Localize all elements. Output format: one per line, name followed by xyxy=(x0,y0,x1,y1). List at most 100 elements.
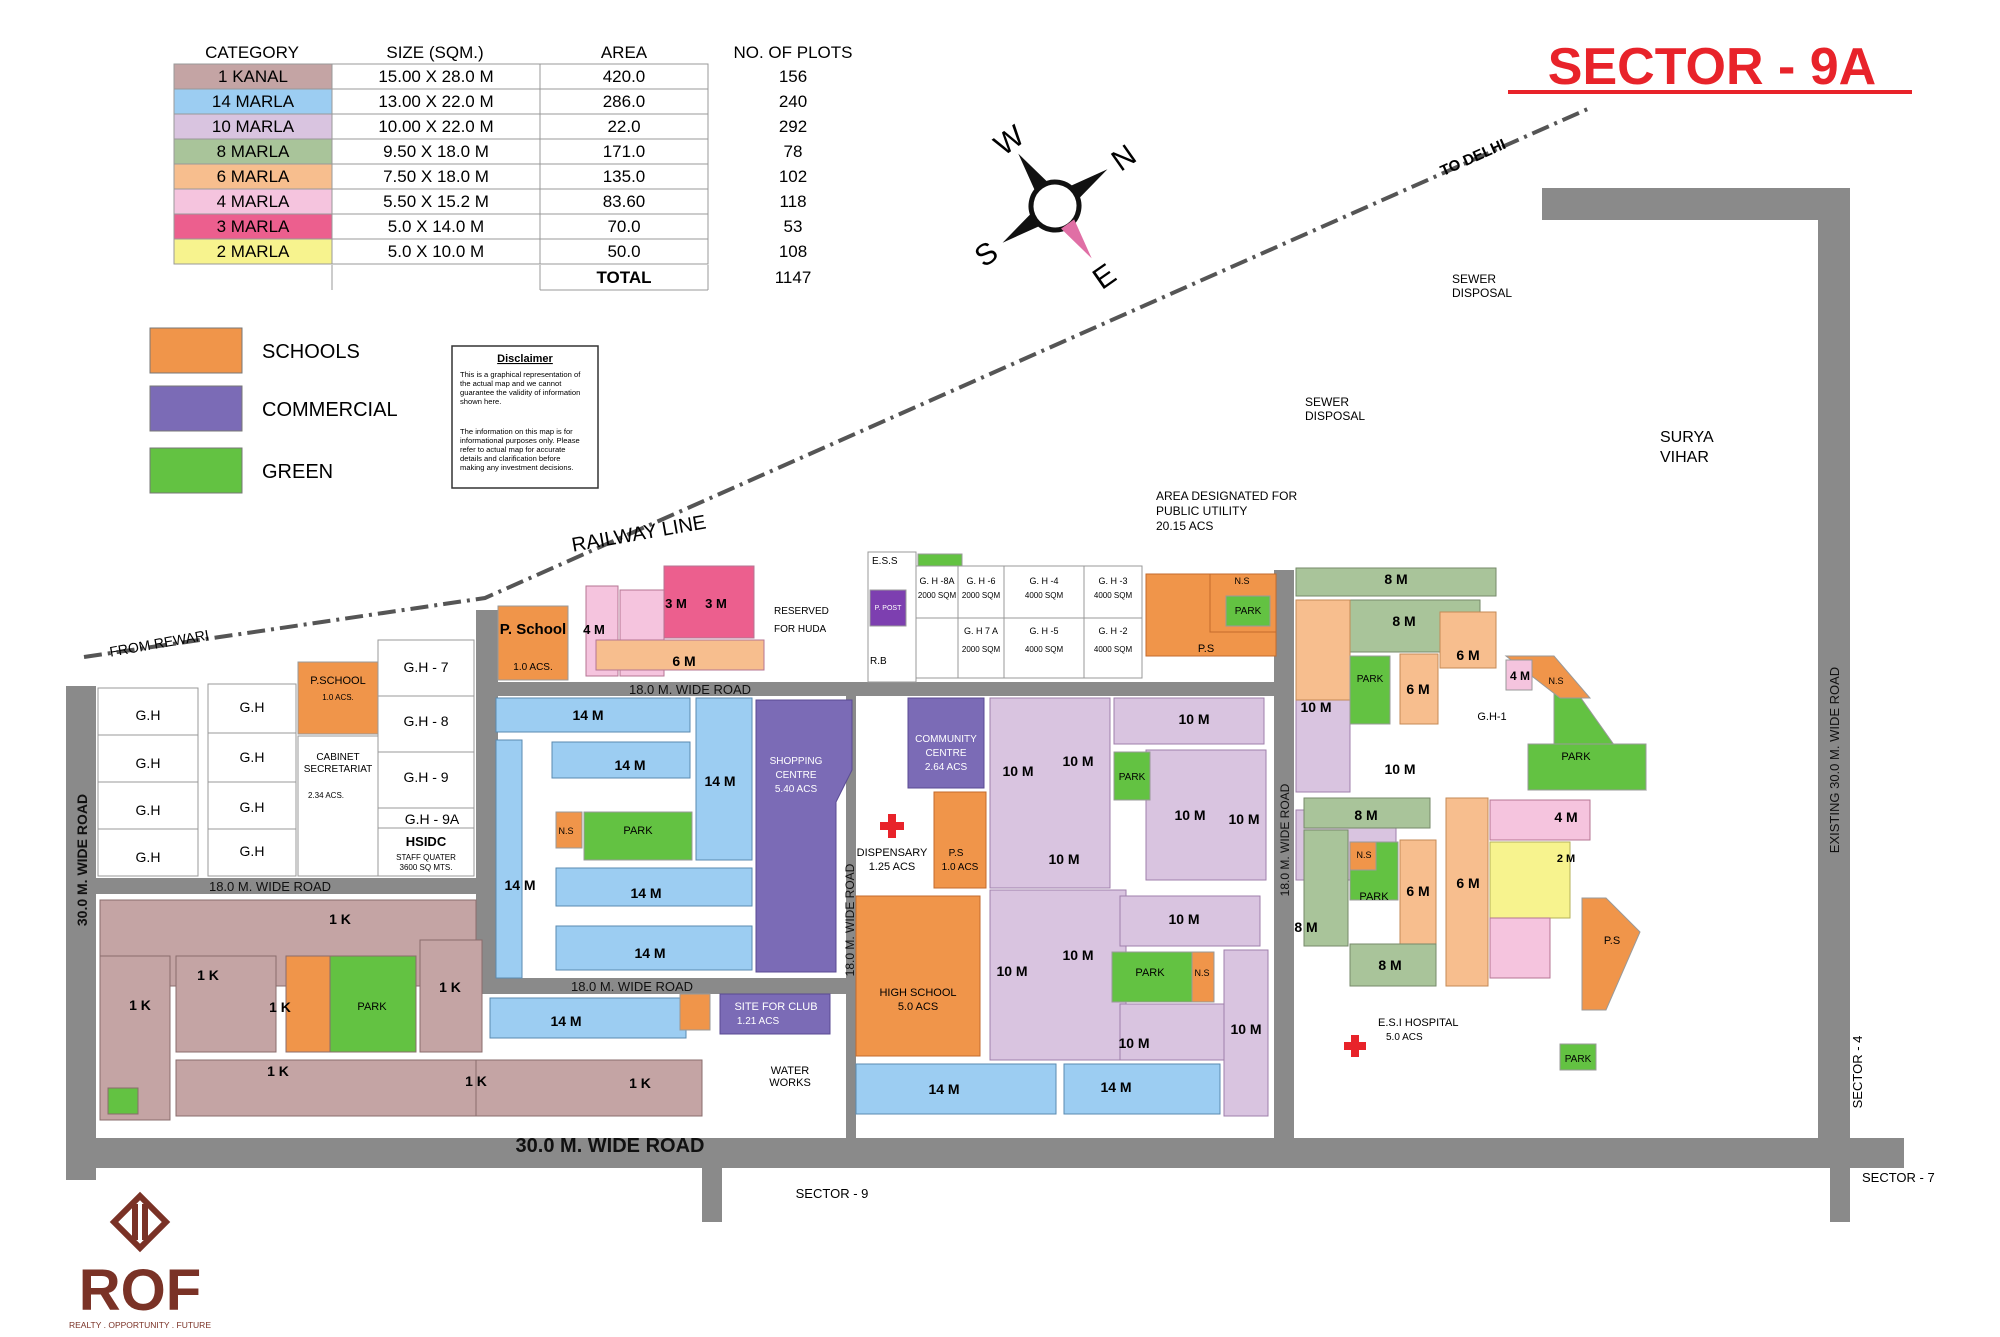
table-cell-size: 5.0 X 10.0 M xyxy=(388,242,484,261)
block-label-14m: 14 M xyxy=(614,757,645,773)
gh-label: G.H xyxy=(240,799,265,815)
block-label-3m: 3 M xyxy=(665,596,687,611)
road-30m-right xyxy=(1818,220,1850,1168)
park-label: PARK xyxy=(1359,891,1389,903)
cabinet-label: CABINET xyxy=(316,752,359,763)
block-label-8m: 8 M xyxy=(1384,571,1407,587)
gh-3-label: G. H -3 xyxy=(1098,576,1127,586)
compass-west: W xyxy=(988,119,1031,163)
road-label-30m-right: EXISTING 30.0 M. WIDE ROAD xyxy=(1827,667,1842,853)
table-cell-size: 9.50 X 18.0 M xyxy=(383,142,489,161)
sector-title: SECTOR - 9A xyxy=(1548,38,1876,96)
road-18m-vmid xyxy=(846,694,856,1140)
table-cell-category: 3 MARLA xyxy=(217,217,290,236)
legend-label-commercial: COMMERCIAL xyxy=(262,399,398,421)
water-works-label: WORKS xyxy=(769,1077,811,1089)
block-label-14m: 14 M xyxy=(1100,1079,1131,1095)
plot-category-table: CATEGORY SIZE (SQM.) AREA NO. OF PLOTS 1… xyxy=(173,43,853,291)
block-label-10m: 10 M xyxy=(1384,761,1415,777)
table-cell-area: 135.0 xyxy=(603,167,646,186)
table-cell-category: 2 MARLA xyxy=(217,242,290,261)
gh1-label: G.H-1 xyxy=(1477,711,1506,723)
pschool-main-label: P. School xyxy=(500,621,566,638)
block-label-10m: 10 M xyxy=(1174,807,1205,823)
table-cell xyxy=(331,238,541,265)
ps-east-label: P.S xyxy=(1604,935,1620,947)
land-use-legend: SCHOOLS COMMERCIAL GREEN xyxy=(149,327,398,494)
hsidc-label: HSIDC xyxy=(406,834,447,849)
table-cell-area: 22.0 xyxy=(607,117,640,136)
block-label-14m: 14 M xyxy=(704,773,735,789)
gh-8-label: G.H - 8 xyxy=(403,713,448,729)
road-top-right xyxy=(1542,188,1850,220)
table-cell-plots: 53 xyxy=(784,217,803,236)
block-label-14m: 14 M xyxy=(634,945,665,961)
club-site-label: 1.21 ACS xyxy=(737,1016,780,1027)
block-label-1k: 1 K xyxy=(465,1073,487,1089)
dispensary-label: 1.25 ACS xyxy=(869,861,915,873)
railway-label: RAILWAY LINE xyxy=(570,511,708,556)
block-label-14m: 14 M xyxy=(550,1013,581,1029)
pschool-west xyxy=(297,661,379,735)
gh-label: G.H xyxy=(136,849,161,865)
road-label-18m-vright: 18.0 M. WIDE ROAD xyxy=(1278,783,1292,896)
esi-hospital-label: E.S.I HOSPITAL xyxy=(1378,1017,1459,1029)
table-cell xyxy=(539,238,709,265)
block-label-10m: 10 M xyxy=(1178,711,1209,727)
sewer-disposal-label: DISPOSAL xyxy=(1452,286,1512,300)
sector-4-label: SECTOR - 4 xyxy=(1850,1036,1865,1109)
gh-8a-size: 2000 SQM xyxy=(918,591,957,600)
table-row-swatch xyxy=(173,63,333,90)
hospital-cross-icon xyxy=(1344,1035,1366,1057)
table-cell-category: 4 MARLA xyxy=(217,192,290,211)
block-label-1k: 1 K xyxy=(329,911,351,927)
gh-label: G.H xyxy=(240,699,265,715)
block-label-4m: 4 M xyxy=(583,622,605,637)
table-cell-area: 70.0 xyxy=(607,217,640,236)
ns-label: N.S xyxy=(1234,576,1249,586)
sewer-disposal-label: SEWER xyxy=(1305,395,1349,409)
logo-tagline: REALTY . OPPORTUNITY . FUTURE xyxy=(69,1320,211,1330)
block-label-10m: 10 M xyxy=(1168,911,1199,927)
road-30m-bottom xyxy=(66,1138,1904,1168)
facility-labels: SHOPPING CENTRE 5.40 ACS COMMUNITY CENTR… xyxy=(357,556,1620,1089)
block-label-6m: 6 M xyxy=(672,653,695,669)
park-label: PARK xyxy=(1235,606,1262,617)
legend-label-schools: SCHOOLS xyxy=(262,341,360,363)
gh-label: G.H xyxy=(240,843,265,859)
block-label-6m: 6 M xyxy=(1406,883,1429,899)
compass-south: S xyxy=(969,235,1004,274)
post-office-block xyxy=(869,589,907,627)
cabinet-acs: 2.34 ACS. xyxy=(308,791,344,800)
ps-block xyxy=(933,791,987,889)
rb-label: R.B xyxy=(870,656,887,667)
gh-9-label: G.H - 9 xyxy=(403,769,448,785)
sector-9-label: SECTOR - 9 xyxy=(796,1186,869,1201)
table-total-value: 1147 xyxy=(775,268,812,287)
gh-2-label: G. H -2 xyxy=(1098,626,1127,636)
surya-vihar-label: VIHAR xyxy=(1660,449,1709,466)
table-cell xyxy=(331,63,541,90)
legend-swatch-schools xyxy=(149,327,243,374)
table-header-size: SIZE (SQM.) xyxy=(386,43,483,62)
table-header-plots: NO. OF PLOTS xyxy=(733,43,852,62)
disclaimer-box: Disclaimer This is a graphical represent… xyxy=(451,345,599,489)
table-cell-plots: 118 xyxy=(779,192,806,211)
road-18m-top xyxy=(476,682,1294,696)
east-ps-block xyxy=(1581,897,1641,1011)
shopping-centre-label: CENTRE xyxy=(775,770,816,781)
gh-6-label: G. H -6 xyxy=(966,576,995,586)
block-label-10m: 10 M xyxy=(1228,811,1259,827)
table-cell xyxy=(539,138,709,165)
gh-5-label: G. H -5 xyxy=(1029,626,1058,636)
shopping-centre-label: SHOPPING xyxy=(770,756,823,767)
reserved-huda-label: RESERVED xyxy=(774,606,829,617)
park-label: PARK xyxy=(1119,772,1146,783)
table-cell-size: 13.00 X 22.0 M xyxy=(378,92,493,111)
block-label-8m: 8 M xyxy=(1294,919,1317,935)
disclaimer-line: informational purposes only. Please xyxy=(460,436,580,445)
legend-swatch-commercial xyxy=(149,385,243,432)
gh-4-label: G. H -4 xyxy=(1029,576,1058,586)
park-label: PARK xyxy=(1565,1054,1592,1065)
table-row-swatch xyxy=(173,238,333,265)
